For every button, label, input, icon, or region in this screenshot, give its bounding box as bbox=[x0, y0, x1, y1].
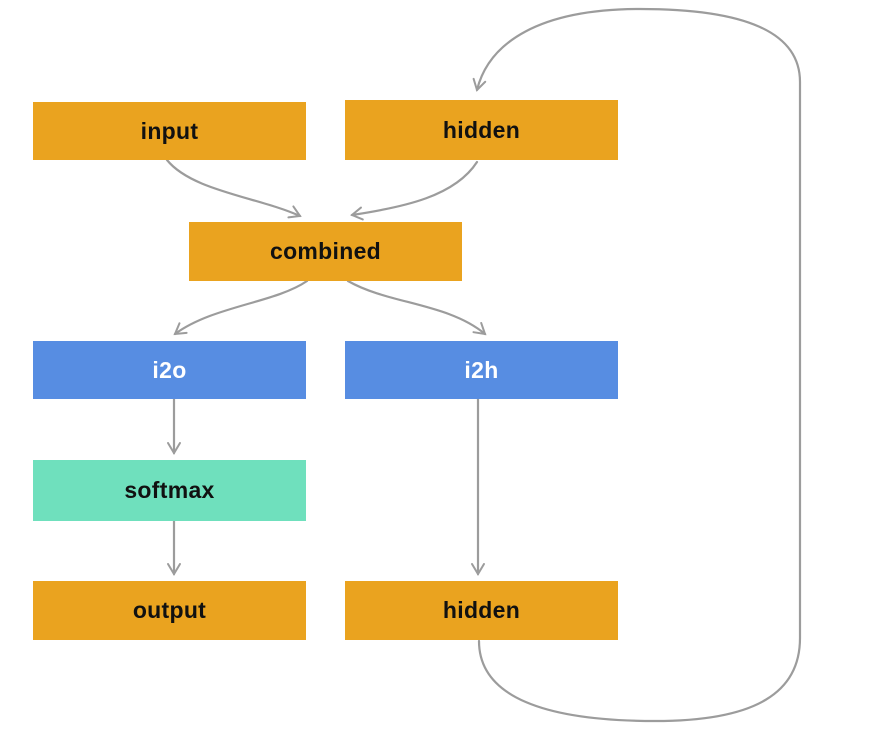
node-input-label: input bbox=[140, 117, 199, 144]
node-output: output bbox=[33, 581, 306, 640]
node-combined-label: combined bbox=[269, 238, 382, 264]
node-i2h: i2h bbox=[345, 341, 618, 399]
node-input: input bbox=[33, 102, 306, 160]
edge-input-to-combined bbox=[165, 158, 302, 219]
node-hidden-top: hidden bbox=[345, 100, 618, 160]
node-combined: combined bbox=[189, 222, 462, 281]
edge-combined-to-i2o bbox=[173, 279, 309, 336]
node-output-label: output bbox=[132, 597, 207, 623]
node-hidden-top-label: hidden bbox=[442, 116, 521, 143]
node-hidden-bottom-label: hidden bbox=[442, 597, 521, 623]
edge-combined-to-i2h bbox=[346, 279, 487, 336]
edge-recurrent-loop bbox=[472, 7, 802, 723]
node-softmax-label: softmax bbox=[124, 477, 215, 503]
node-i2o: i2o bbox=[33, 341, 306, 399]
edge-hidden-to-combined bbox=[350, 160, 479, 221]
node-hidden-bottom: hidden bbox=[345, 581, 618, 640]
node-i2h-label: i2h bbox=[464, 356, 499, 383]
node-i2o-label: i2o bbox=[152, 356, 187, 383]
node-softmax: softmax bbox=[33, 460, 306, 521]
